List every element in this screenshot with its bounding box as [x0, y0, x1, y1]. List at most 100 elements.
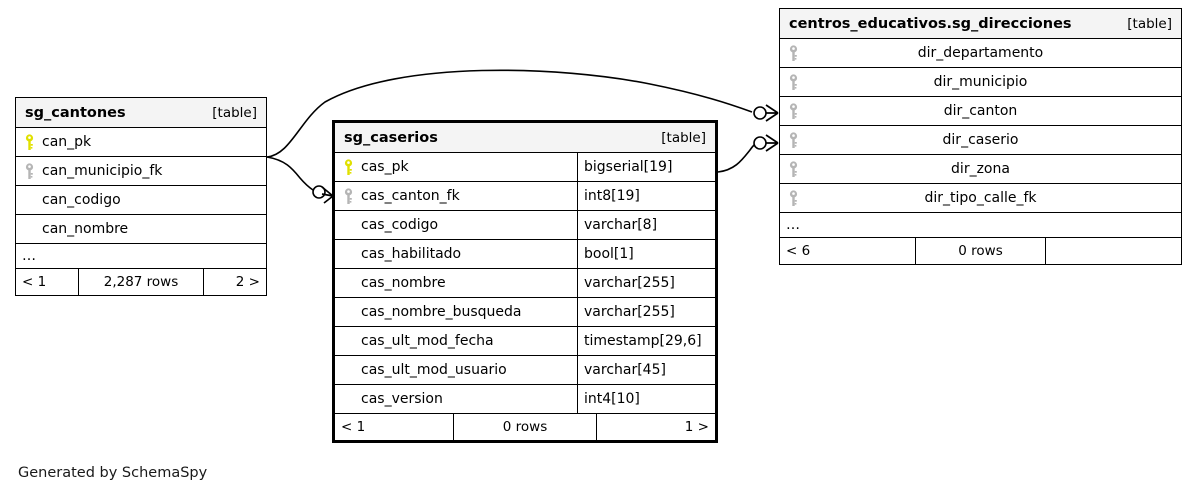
table-row[interactable]: cas_ult_mod_fecha timestamp[29,6]	[335, 327, 715, 356]
table-footer: < 6 0 rows	[780, 238, 1181, 264]
column-name-cell: dir_zona	[780, 155, 1181, 183]
column-name-cell: dir_tipo_calle_fk	[780, 184, 1181, 212]
table-row[interactable]: dir_departamento	[780, 39, 1181, 68]
row-count-label: 0 rows	[915, 238, 1046, 264]
table-row[interactable]: cas_nombre_busqueda varchar[255]	[335, 298, 715, 327]
column-type: varchar[255]	[577, 298, 715, 326]
more-columns-indicator: …	[16, 244, 266, 269]
column-name: dir_departamento	[917, 45, 1044, 61]
table-row[interactable]: dir_zona	[780, 155, 1181, 184]
table-row[interactable]: dir_municipio	[780, 68, 1181, 97]
column-name-cell: dir_caserio	[780, 126, 1181, 154]
table-row[interactable]: dir_caserio	[780, 126, 1181, 155]
table-title: centros_educativos.sg_direcciones	[789, 15, 1072, 32]
column-name-cell: cas_ult_mod_usuario	[335, 356, 577, 384]
foreign-key-icon	[788, 73, 799, 91]
column-name-cell: cas_ult_mod_fecha	[335, 327, 577, 355]
table-row[interactable]: can_municipio_fk	[16, 157, 266, 186]
next-page-button[interactable]: 1 >	[684, 419, 709, 435]
table-row[interactable]: cas_pk bigserial[19]	[335, 153, 715, 182]
row-count-label: 0 rows	[453, 414, 597, 440]
column-name: dir_zona	[951, 161, 1010, 177]
column-name-cell: dir_municipio	[780, 68, 1181, 96]
table-title: sg_caserios	[344, 129, 438, 146]
table-row[interactable]: dir_canton	[780, 97, 1181, 126]
column-name: cas_ult_mod_fecha	[361, 333, 494, 349]
table-header-sg_direcciones: centros_educativos.sg_direcciones [table…	[780, 9, 1181, 39]
column-name: cas_version	[361, 391, 443, 407]
column-name: cas_codigo	[361, 217, 439, 233]
table-header-sg_cantones: sg_cantones [table]	[16, 98, 266, 128]
column-name-cell: cas_nombre_busqueda	[335, 298, 577, 326]
table-sg_cantones[interactable]: sg_cantones [table] can_pk	[15, 97, 267, 296]
column-name: cas_nombre_busqueda	[361, 304, 522, 320]
prev-page-button[interactable]: < 1	[341, 419, 366, 435]
column-name-cell: cas_pk	[335, 153, 577, 181]
column-name: can_pk	[42, 134, 92, 150]
table-row[interactable]: cas_habilitado bool[1]	[335, 240, 715, 269]
next-page-button[interactable]	[1046, 238, 1181, 264]
table-row[interactable]: cas_canton_fk int8[19]	[335, 182, 715, 211]
prev-page-button[interactable]: < 1	[22, 274, 47, 290]
column-name: dir_canton	[943, 103, 1018, 119]
table-type-tag: [table]	[212, 104, 257, 121]
column-name: cas_habilitado	[361, 246, 462, 262]
table-row[interactable]: cas_nombre varchar[255]	[335, 269, 715, 298]
column-name-cell: can_nombre	[16, 215, 266, 243]
column-name-cell: cas_canton_fk	[335, 182, 577, 210]
table-row[interactable]: cas_version int4[10]	[335, 385, 715, 414]
table-header-sg_caserios: sg_caserios [table]	[335, 123, 715, 153]
table-row[interactable]: can_nombre	[16, 215, 266, 244]
column-name: cas_canton_fk	[361, 188, 460, 204]
table-sg_caserios[interactable]: sg_caserios [table] cas_pk bigserial[19]	[332, 120, 718, 443]
table-type-tag: [table]	[661, 129, 706, 146]
table-sg_direcciones[interactable]: centros_educativos.sg_direcciones [table…	[779, 8, 1182, 265]
next-page-button[interactable]: 2 >	[235, 274, 260, 290]
column-type: int8[19]	[577, 182, 715, 210]
column-name-cell: cas_codigo	[335, 211, 577, 239]
table-type-tag: [table]	[1127, 15, 1172, 32]
prev-page-button[interactable]: < 6	[786, 243, 811, 259]
table-row[interactable]: can_codigo	[16, 186, 266, 215]
table-title: sg_cantones	[25, 104, 126, 121]
column-name: can_nombre	[42, 221, 129, 237]
foreign-key-icon	[788, 102, 799, 120]
column-name: dir_municipio	[933, 74, 1028, 90]
column-name-cell: cas_nombre	[335, 269, 577, 297]
column-name: cas_nombre	[361, 275, 446, 291]
column-name-cell: can_pk	[16, 128, 266, 156]
relationship-caserios-direcciones	[717, 134, 779, 173]
column-name-cell: can_municipio_fk	[16, 157, 266, 185]
column-name: cas_ult_mod_usuario	[361, 362, 507, 378]
column-type: timestamp[29,6]	[577, 327, 715, 355]
foreign-key-icon	[788, 131, 799, 149]
column-type: int4[10]	[577, 385, 715, 413]
foreign-key-icon	[343, 187, 354, 205]
more-columns-indicator: …	[780, 213, 1181, 238]
row-count-label: 2,287 rows	[78, 269, 204, 295]
column-name: can_codigo	[42, 192, 121, 208]
generated-by-caption: Generated by SchemaSpy	[18, 465, 208, 481]
table-footer: < 1 0 rows 1 >	[335, 414, 715, 440]
table-row[interactable]: dir_tipo_calle_fk	[780, 184, 1181, 213]
column-name: cas_pk	[361, 159, 409, 175]
table-row[interactable]: can_pk	[16, 128, 266, 157]
foreign-key-icon	[788, 189, 799, 207]
primary-key-icon	[343, 158, 354, 176]
column-name: can_municipio_fk	[42, 163, 163, 179]
foreign-key-icon	[24, 162, 35, 180]
column-name-cell: dir_canton	[780, 97, 1181, 125]
column-name: dir_caserio	[942, 132, 1019, 148]
column-type: bigserial[19]	[577, 153, 715, 181]
relationship-cantones-caserios	[266, 156, 334, 204]
table-footer: < 1 2,287 rows 2 >	[16, 269, 266, 295]
foreign-key-icon	[788, 160, 799, 178]
column-name-cell: can_codigo	[16, 186, 266, 214]
column-type: varchar[255]	[577, 269, 715, 297]
column-name-cell: cas_habilitado	[335, 240, 577, 268]
column-name-cell: dir_departamento	[780, 39, 1181, 67]
table-row[interactable]: cas_codigo varchar[8]	[335, 211, 715, 240]
table-row[interactable]: cas_ult_mod_usuario varchar[45]	[335, 356, 715, 385]
column-name: dir_tipo_calle_fk	[924, 190, 1037, 206]
